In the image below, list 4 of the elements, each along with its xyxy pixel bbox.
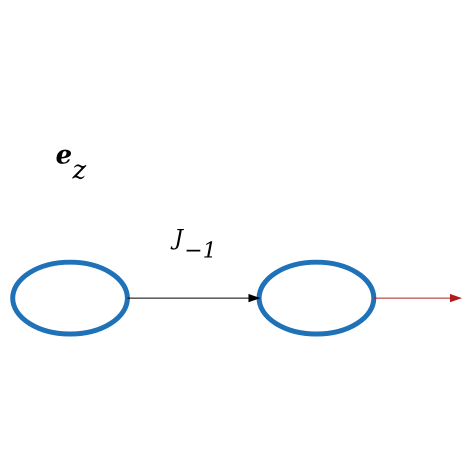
node-ellipse — [10, 260, 130, 336]
arrow — [126, 294, 260, 302]
node-ellipse — [256, 260, 376, 336]
arrow — [374, 294, 462, 302]
